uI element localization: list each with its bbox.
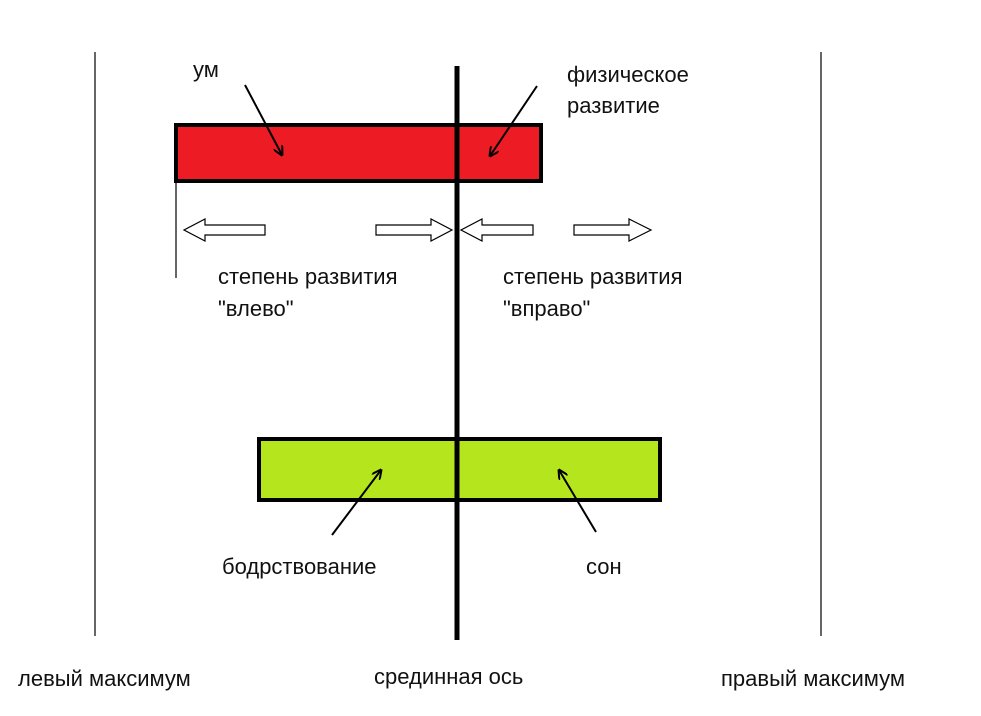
- right-max-label: правый максимум: [721, 666, 906, 691]
- physical-pointer-arrow: [490, 85, 538, 156]
- sleep-pointer-arrow: [559, 470, 597, 533]
- physical-label-line2: развитие: [567, 93, 660, 118]
- mind-physical-bar: [174, 123, 543, 183]
- right-degree-label-line1: степень развития: [503, 264, 683, 289]
- left-degree-label-line2: "влево": [218, 296, 294, 321]
- wakefulness-label: бодрствование: [222, 554, 377, 579]
- mind-label: ум: [193, 57, 219, 82]
- left-arrow-icon: [182, 218, 266, 242]
- left-degree-label-line1: степень развития: [218, 264, 398, 289]
- right-arrow-icon: [375, 218, 454, 242]
- right-degree-label-line2: "вправо": [503, 296, 591, 321]
- mind-pointer-arrow: [244, 84, 282, 155]
- middle-axis-label: срединная ось: [374, 664, 524, 689]
- left-arrow-icon: [459, 218, 534, 242]
- right-arrow-icon: [573, 218, 653, 242]
- sleep-label: сон: [586, 554, 622, 579]
- wakefulness-pointer-arrow: [331, 470, 381, 536]
- physical-label-line1: физическое: [567, 62, 689, 87]
- left-max-label: левый максимум: [18, 666, 191, 691]
